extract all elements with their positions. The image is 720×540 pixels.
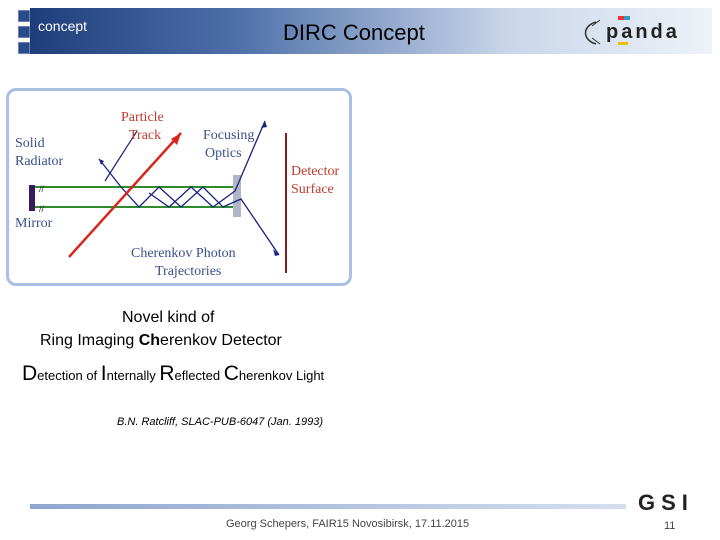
acronym-rest-c: herenkov Light xyxy=(238,368,325,383)
line2-part-3: erenkov Detector xyxy=(160,332,282,349)
break-mark-2: // xyxy=(39,204,45,214)
break-mark-1: // xyxy=(39,184,45,194)
header-squares xyxy=(18,10,30,58)
label-track: Track xyxy=(129,128,161,143)
acronym-rest-r: eflected xyxy=(174,368,224,383)
gsi-logo: GSI xyxy=(638,490,694,514)
acronym-rest-d: etection of xyxy=(37,368,101,383)
dirc-acronym-line: Detection of Internally Reflected Cheren… xyxy=(22,362,324,386)
slide-title: DIRC Concept xyxy=(283,20,425,45)
body-line-2: Ring Imaging Cherenkov Detector xyxy=(40,332,282,350)
particle-track-line xyxy=(68,132,182,258)
label-optics: Optics xyxy=(205,146,242,161)
panda-logo: panda xyxy=(584,16,680,45)
slide-header: concept DIRC Concept panda xyxy=(0,0,720,56)
acronym-letter-i: I xyxy=(100,362,107,385)
photon-arrow-3 xyxy=(273,249,279,256)
page-number: 11 xyxy=(664,520,676,532)
square-2 xyxy=(18,26,30,38)
acronym-letter-d: D xyxy=(22,362,38,385)
footer-text: Georg Schepers, FAIR15 Novosibirsk, 17.1… xyxy=(226,518,470,530)
footer-line xyxy=(30,504,626,509)
label-surface: Surface xyxy=(291,182,334,197)
section-label: concept xyxy=(38,18,88,34)
citation: B.N. Ratcliff, SLAC-PUB-6047 (Jan. 1993) xyxy=(117,416,324,428)
label-focusing: Focusing xyxy=(203,128,254,143)
square-1 xyxy=(18,10,30,22)
logo-text: panda xyxy=(606,21,680,43)
focusing-optics-block xyxy=(233,175,241,217)
line2-part-2: Ch xyxy=(138,332,161,349)
label-trajectories: Trajectories xyxy=(155,264,221,279)
line2-part-1: Ring Imaging xyxy=(40,332,139,349)
label-detector: Detector xyxy=(291,164,340,179)
gsi-logo-text: GSI xyxy=(638,490,694,514)
photon-arrow-1 xyxy=(99,159,104,165)
particle-track-arrow xyxy=(171,133,181,145)
label-solid: Solid xyxy=(15,136,45,151)
label-mirror: Mirror xyxy=(15,216,53,231)
acronym-rest-i: nternally xyxy=(106,368,160,383)
dirc-diagram-frame: // // Particle Track Focusing Optics Sol… xyxy=(6,88,352,286)
square-3 xyxy=(18,42,30,54)
header-band xyxy=(30,8,712,54)
label-radiator: Radiator xyxy=(15,154,64,169)
label-cherenkov-photon: Cherenkov Photon xyxy=(131,246,236,261)
acronym-letter-c: C xyxy=(223,362,239,385)
label-particle: Particle xyxy=(121,110,164,125)
body-line-1: Novel kind of xyxy=(122,309,215,326)
dirc-diagram: // // Particle Track Focusing Optics Sol… xyxy=(15,110,340,279)
acronym-letter-r: R xyxy=(159,362,175,385)
photon-arrow-2 xyxy=(261,121,267,128)
photon-trajectory-2 xyxy=(148,120,266,208)
photon-trajectory-3 xyxy=(104,130,138,182)
mirror-block xyxy=(29,185,35,211)
